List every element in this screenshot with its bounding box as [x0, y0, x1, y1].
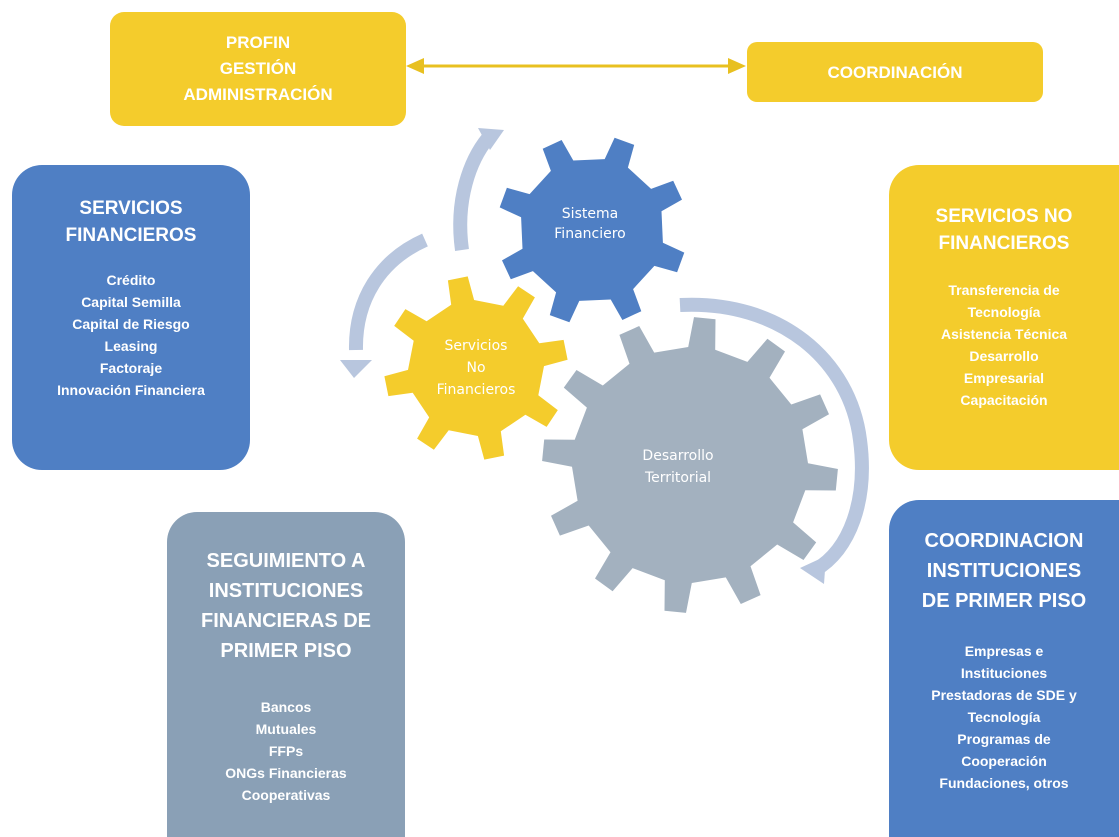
servicios-no-financieros-title-2: FINANCIEROS: [938, 233, 1070, 254]
gear-sistema-financiero: [499, 137, 685, 323]
double-arrow-connector: [406, 58, 746, 74]
gear-sistema-shape: [499, 137, 685, 323]
coordinacion-instituciones-title-3: DE PRIMER PISO: [921, 590, 1087, 612]
servicios-financieros-box: SERVICIOS FINANCIEROS Crédito Capital Se…: [12, 165, 250, 470]
list-item: Programas de: [957, 731, 1051, 747]
list-item: Tecnología: [967, 709, 1041, 725]
list-item: Desarrollo: [969, 348, 1039, 364]
profin-box: PROFIN GESTIÓN ADMINISTRACIÓN: [110, 12, 406, 126]
gear-servicios-line-2: No: [466, 360, 485, 376]
arrowhead-right: [800, 556, 826, 584]
seguimiento-list: Bancos Mutuales FFPs ONGs Financieras Co…: [225, 696, 346, 806]
gear-servicios-shape: [384, 276, 568, 460]
cycle-arrowheads: [340, 128, 826, 584]
arrowhead-left: [340, 360, 372, 378]
arrow-left: [348, 233, 428, 351]
seguimiento-title-3: FINANCIERAS DE: [200, 610, 371, 632]
seguimiento-title-2: INSTITUCIONES: [208, 580, 364, 602]
list-item: Instituciones: [960, 665, 1048, 681]
list-item: Factoraje: [99, 360, 163, 376]
servicios-financieros-title-1: SERVICIOS: [79, 198, 183, 219]
list-item: Asistencia Técnica: [940, 326, 1068, 342]
profin-line-2: GESTIÓN: [219, 59, 297, 78]
coordinacion-box: COORDINACIÓN: [747, 42, 1043, 102]
servicios-financieros-list: Crédito Capital Semilla Capital de Riesg…: [57, 269, 205, 401]
list-item: Mutuales: [255, 721, 317, 737]
servicios-no-financieros-list: Transferencia de Tecnología Asistencia T…: [941, 279, 1067, 411]
list-item: Transferencia de: [948, 282, 1060, 298]
list-item: Empresarial: [963, 370, 1045, 386]
gear-servicios-line-1: Servicios: [445, 338, 508, 354]
list-item: Empresas e: [964, 643, 1044, 659]
gear-label-sistema: Sistema Financiero: [554, 206, 625, 242]
coordinacion-instituciones-box: COORDINACION INSTITUCIONES DE PRIMER PIS…: [889, 500, 1119, 837]
list-item: Cooperativas: [241, 787, 331, 803]
gear-desarrollo-territorial: [542, 317, 838, 613]
gear-sistema-line-2: Financiero: [554, 226, 625, 242]
profin-line-3: ADMINISTRACIÓN: [183, 85, 333, 104]
list-item: ONGs Financieras: [225, 765, 347, 781]
list-item: FFPs: [268, 743, 304, 759]
list-item: Capital de Riesgo: [72, 316, 190, 332]
gear-label-servicios: Servicios No Financieros: [437, 338, 516, 398]
seguimiento-title-4: PRIMER PISO: [220, 640, 352, 662]
servicios-no-financieros-box: SERVICIOS NO FINANCIEROS Transferencia d…: [889, 165, 1119, 470]
gear-desarrollo-shape: [542, 317, 838, 613]
list-item: Bancos: [260, 699, 312, 715]
list-item: Cooperación: [961, 753, 1047, 769]
list-item: Fundaciones, otros: [939, 775, 1069, 791]
arrow-right: [679, 297, 869, 577]
gear-label-desarrollo: Desarrollo Territorial: [642, 448, 713, 486]
seguimiento-title-1: SEGUIMIENTO A: [206, 550, 366, 572]
list-item: Crédito: [106, 272, 156, 288]
coordinacion-instituciones-title-2: INSTITUCIONES: [926, 560, 1082, 582]
coordinacion-label: COORDINACIÓN: [827, 62, 963, 82]
arrowhead-top: [478, 128, 504, 150]
cycle-arrows: [348, 133, 869, 577]
servicios-financieros-title-2: FINANCIEROS: [65, 225, 197, 246]
list-item: Capital Semilla: [81, 294, 181, 310]
gear-servicios-line-3: Financieros: [437, 382, 516, 398]
seguimiento-box: SEGUIMIENTO A INSTITUCIONES FINANCIERAS …: [167, 512, 405, 837]
list-item: Tecnología: [967, 304, 1041, 320]
list-item: Innovación Financiera: [57, 382, 205, 398]
coordinacion-instituciones-list: Empresas e Instituciones Prestadoras de …: [931, 640, 1077, 794]
profin-line-1: PROFIN: [225, 33, 291, 52]
list-item: Prestadoras de SDE y: [931, 687, 1077, 703]
gear-desarrollo-line-1: Desarrollo: [642, 448, 713, 464]
gear-servicios-no-financieros: [384, 276, 568, 460]
gear-sistema-line-1: Sistema: [562, 206, 618, 222]
arrow-top-left: [453, 133, 494, 251]
coordinacion-instituciones-title-1: COORDINACION: [924, 530, 1084, 552]
list-item: Leasing: [104, 338, 158, 354]
gear-desarrollo-line-2: Territorial: [644, 470, 711, 486]
servicios-no-financieros-title-1: SERVICIOS NO: [935, 206, 1073, 227]
list-item: Capacitación: [960, 392, 1048, 408]
